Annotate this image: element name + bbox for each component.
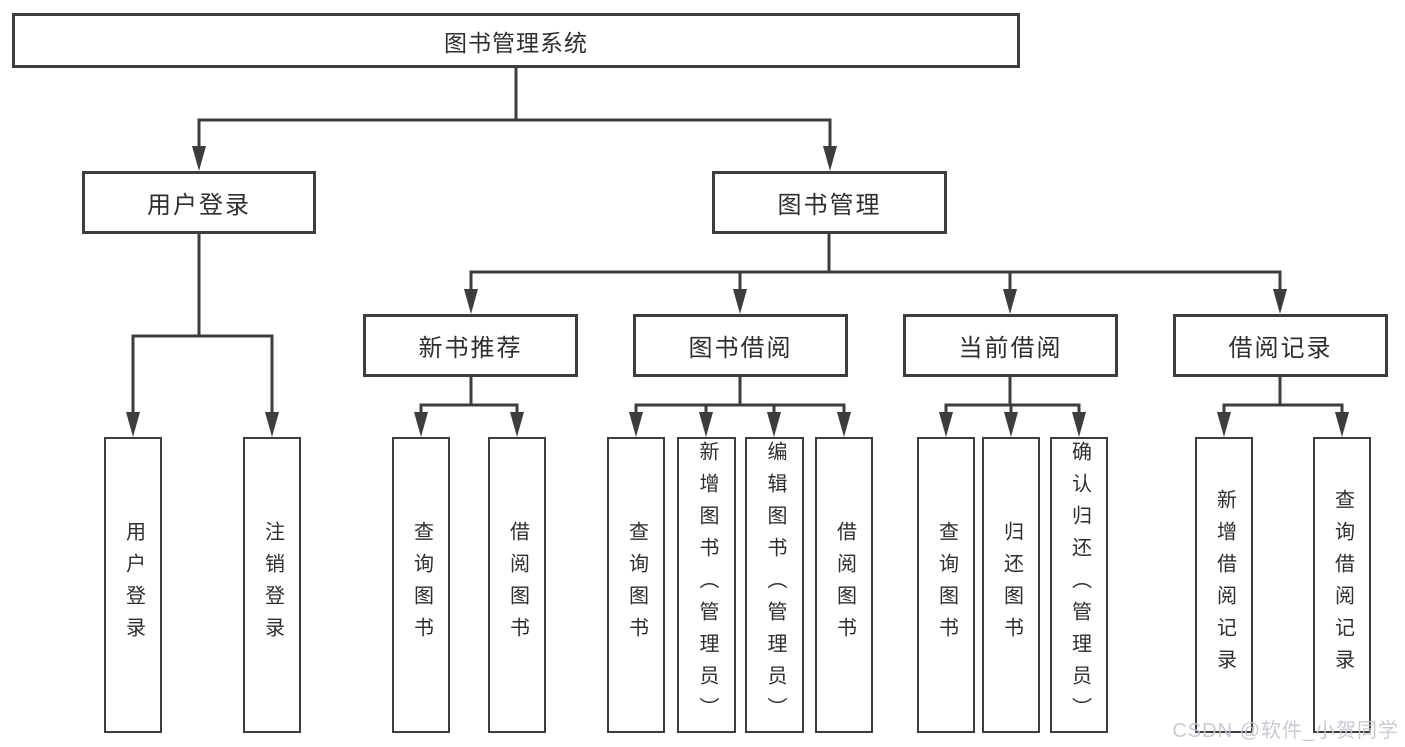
node-label: 用户登录: [147, 192, 251, 219]
node-leaf-query-books-current: 查询图书: [917, 437, 975, 733]
node-new-book-recommend: 新书推荐: [363, 314, 578, 377]
node-label: 确认归还（管理员）: [1068, 441, 1091, 729]
node-label: 新增借阅记录: [1213, 489, 1236, 681]
node-label: 编辑图书（管理员）: [764, 441, 786, 729]
node-label: 查询借阅记录: [1331, 489, 1354, 681]
node-leaf-add-book-admin: 新增图书（管理员）: [677, 437, 736, 733]
node-borrowing-records: 借阅记录: [1173, 314, 1388, 377]
node-leaf-edit-book-admin: 编辑图书（管理员）: [745, 437, 804, 733]
node-book-borrowing: 图书借阅: [633, 314, 848, 377]
node-book-management: 图书管理: [712, 171, 947, 234]
node-label: 图书管理: [777, 192, 882, 219]
node-leaf-borrow-books: 借阅图书: [815, 437, 873, 733]
node-current-borrowing: 当前借阅: [903, 314, 1118, 377]
node-label: 图书管理系统: [444, 29, 588, 56]
node-label: 借阅图书: [506, 521, 529, 649]
node-user-login: 用户登录: [82, 171, 316, 234]
node-label: 查询图书: [410, 521, 433, 649]
node-label: 归还图书: [1000, 521, 1023, 649]
node-leaf-user-login: 用户登录: [104, 437, 162, 733]
node-leaf-query-books-recommend: 查询图书: [392, 437, 450, 733]
csdn-watermark: CSDN @软件_小贺同学: [1172, 720, 1399, 742]
node-label: 查询图书: [935, 521, 958, 649]
node-leaf-add-borrow-record: 新增借阅记录: [1195, 437, 1253, 733]
node-label: 注销登录: [261, 521, 284, 649]
node-label: 新书推荐: [418, 335, 523, 362]
node-label: 当前借阅: [958, 335, 1063, 362]
node-label: 新增图书（管理员）: [696, 441, 718, 729]
node-label: 借阅图书: [833, 521, 856, 649]
node-label: 用户登录: [122, 521, 145, 649]
node-label: 图书借阅: [688, 335, 793, 362]
node-leaf-confirm-return-admin: 确认归还（管理员）: [1050, 437, 1108, 733]
node-label: 查询图书: [625, 521, 648, 649]
node-library-management-system: 图书管理系统: [12, 13, 1020, 68]
node-label: 借阅记录: [1228, 335, 1333, 362]
node-leaf-borrow-books-recommend: 借阅图书: [488, 437, 546, 733]
node-leaf-logout: 注销登录: [243, 437, 301, 733]
node-leaf-query-books-borrow: 查询图书: [607, 437, 665, 733]
node-leaf-return-book: 归还图书: [982, 437, 1040, 733]
node-leaf-query-borrow-record: 查询借阅记录: [1313, 437, 1371, 733]
